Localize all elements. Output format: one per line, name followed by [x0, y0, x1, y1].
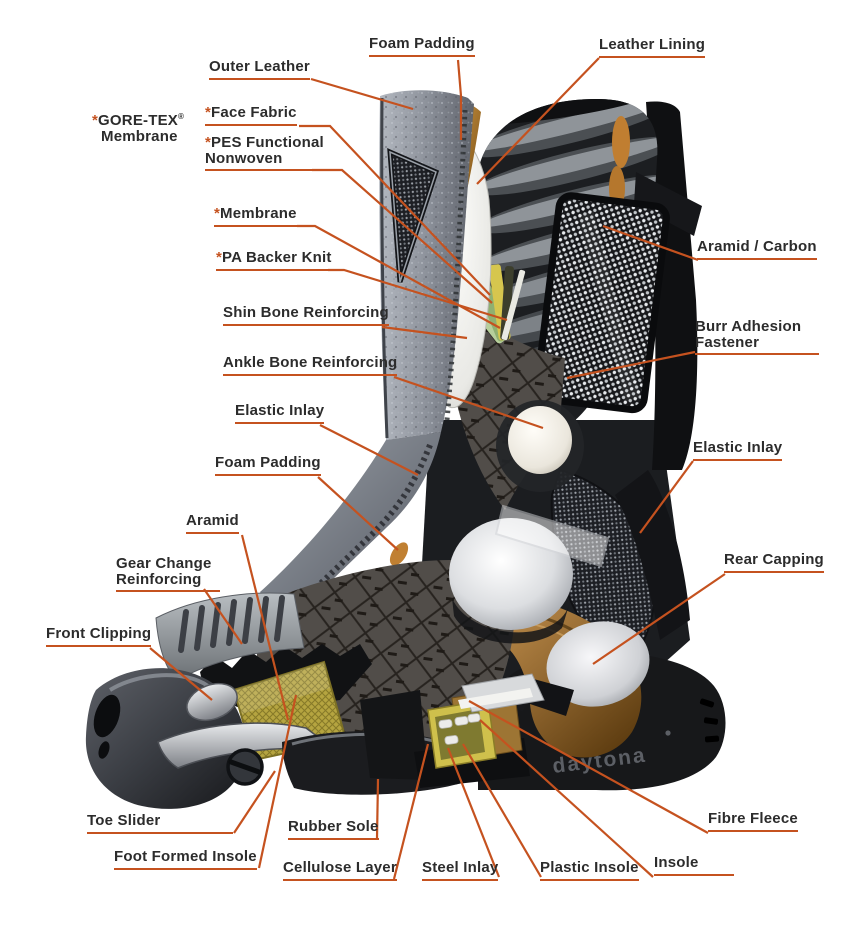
leader-leather-lining	[476, 57, 600, 185]
ankle-ball-part	[496, 400, 584, 492]
label-leather-lining: Leather Lining	[599, 37, 706, 58]
outer-leather-part	[379, 90, 474, 440]
front-clipping-part	[186, 682, 238, 722]
leader-elastic-inlay-right	[639, 460, 694, 534]
label-burr-adhesion-fastener: Burr Adhesion Fastener	[695, 319, 819, 355]
leader-foam-padding-left	[317, 476, 399, 551]
leader-steel-inlay	[446, 747, 501, 878]
leader-toe-slider	[233, 770, 276, 834]
heel-back-part	[615, 470, 690, 640]
label-ankle-bone-reinforcing: Ankle Bone Reinforcing	[223, 355, 398, 376]
label-gore-tex-membrane: *GORE-TEX® Membrane	[92, 112, 185, 145]
label-elastic-inlay-right: Elastic Inlay	[693, 440, 783, 461]
label-front-clipping: Front Clipping	[46, 626, 152, 647]
leader-fibre-fleece	[468, 700, 709, 834]
toe-slider-part	[157, 722, 339, 786]
label-insole: Insole	[654, 855, 734, 876]
leader-pa-backer-knit	[328, 268, 508, 322]
leader-gear-change	[203, 588, 243, 645]
leader-face-fabric	[299, 124, 491, 296]
leader-insole	[479, 719, 654, 878]
leader-burr-adhesion	[566, 350, 696, 380]
label-shin-bone-reinforcing: Shin Bone Reinforcing	[223, 305, 389, 326]
label-foam-padding-top: Foam Padding	[369, 36, 475, 57]
label-foam-padding-left: Foam Padding	[215, 455, 321, 476]
front-edge-strip-part	[260, 432, 441, 611]
label-pa-backer-knit: *PA Backer Knit	[216, 250, 332, 271]
leader-rear-capping	[592, 573, 726, 665]
label-membrane: *Membrane	[214, 206, 297, 227]
label-rubber-sole: Rubber Sole	[288, 819, 379, 840]
leader-aramid-carbon	[602, 224, 699, 262]
leader-ankle-bone	[393, 375, 544, 430]
leader-membrane	[297, 224, 501, 329]
leader-foot-formed-insole	[257, 694, 298, 869]
label-pes-functional-nonwoven: *PES Functional Nonwoven	[205, 135, 335, 171]
label-gear-change-reinforcing: Gear Change Reinforcing	[116, 556, 220, 592]
label-aramid-carbon: Aramid / Carbon	[697, 239, 817, 260]
aramid-carbon-panel-part	[533, 172, 702, 414]
leader-outer-leather	[310, 77, 414, 111]
registered-mark: ®	[178, 112, 185, 121]
gear-change-pad-part	[155, 592, 305, 681]
leader-front-clipping	[149, 647, 213, 701]
leader-foam-padding-top	[456, 59, 463, 140]
label-elastic-inlay-left: Elastic Inlay	[235, 403, 325, 424]
label-plastic-insole: Plastic Insole	[540, 860, 639, 881]
plastic-strip-part	[494, 504, 610, 568]
leader-lines	[149, 57, 726, 880]
label-steel-inlay: Steel Inlay	[422, 860, 499, 881]
label-foot-formed-insole: Foot Formed Insole	[114, 849, 257, 870]
leader-shin-bone	[381, 325, 468, 340]
asterisk-mark: *	[92, 112, 99, 129]
sole-layers-part	[360, 673, 545, 788]
label-outer-leather: Outer Leather	[209, 59, 310, 80]
leader-plastic-insole	[462, 743, 542, 878]
leader-rubber-sole	[375, 778, 380, 839]
label-fibre-fleece: Fibre Fleece	[708, 811, 798, 832]
label-rear-capping: Rear Capping	[724, 552, 824, 573]
leader-elastic-inlay-left	[319, 424, 419, 476]
label-aramid: Aramid	[186, 513, 239, 534]
leader-aramid	[240, 534, 290, 721]
label-cellulose-layer: Cellulose Layer	[283, 860, 397, 881]
label-toe-slider: Toe Slider	[87, 813, 233, 834]
label-face-fabric: *Face Fabric	[205, 105, 297, 126]
leader-cellulose-layer	[392, 743, 430, 880]
